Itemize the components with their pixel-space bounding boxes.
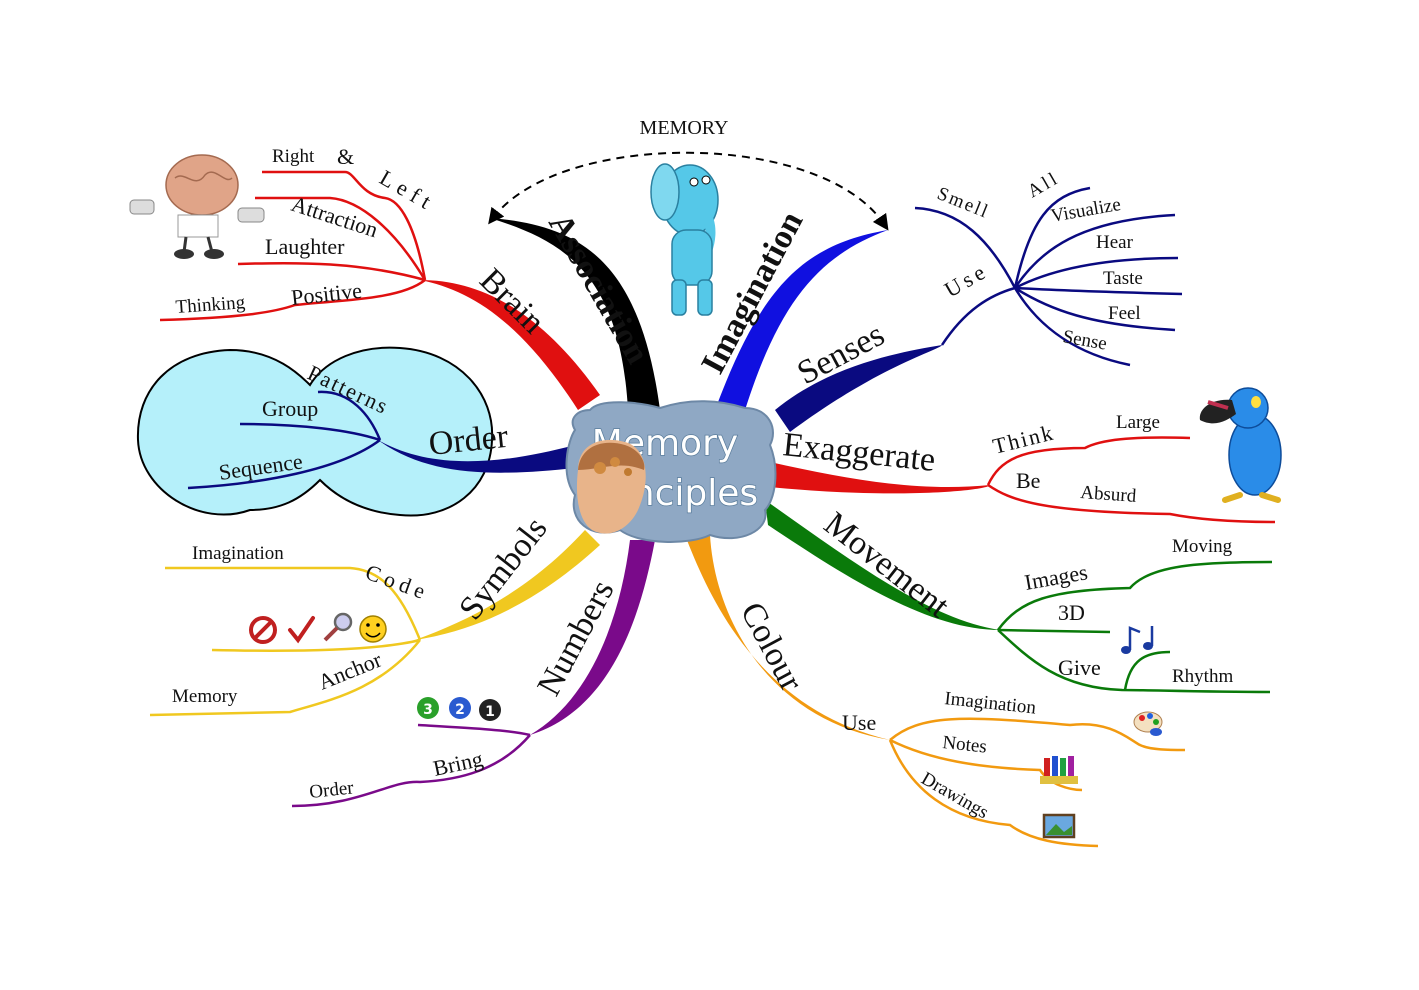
- symbols-imagination-label: Imagination: [192, 543, 284, 564]
- colour-notes-label: Notes: [941, 732, 987, 758]
- colour-label: Colour: [733, 596, 810, 697]
- movement-3d-label: 3D: [1058, 600, 1085, 625]
- numbers-subbranches: [291, 723, 531, 808]
- symbols-branch: [415, 530, 600, 640]
- movement-subbranches: [996, 560, 1273, 694]
- senses-branch: [775, 345, 942, 432]
- badge-3-icon: [417, 697, 439, 719]
- exaggerate-subbranches: [986, 436, 1276, 524]
- badge-3-text: 3: [423, 702, 433, 718]
- exaggerate-branch: [770, 462, 990, 494]
- numbers-branch: [530, 540, 655, 735]
- toucan-icon: [1199, 387, 1282, 503]
- movement-images-label: Images: [1023, 559, 1090, 595]
- checkmark-icon: [288, 616, 315, 644]
- symbols-anchor-label: Anchor: [315, 646, 386, 694]
- brain-left-label: Left: [376, 165, 441, 217]
- magnifier-icon: [323, 612, 353, 642]
- picture-icon: [1042, 813, 1076, 839]
- brain-subbranches: [159, 170, 427, 322]
- numbers-bring-label: Bring: [431, 746, 485, 781]
- movement-moving-label: Moving: [1172, 536, 1233, 557]
- colour-subbranches: [888, 717, 1186, 848]
- order-subbranches: [187, 390, 382, 490]
- senses-hear-label: Hear: [1096, 232, 1134, 253]
- number-badges: 3 2 1: [417, 697, 501, 721]
- colour-imagination-label: Imagination: [943, 688, 1037, 719]
- senses-taste-label: Taste: [1103, 268, 1143, 289]
- order-label: Order: [427, 418, 510, 463]
- movement-rhythm-label: Rhythm: [1172, 666, 1233, 687]
- badge-1-icon: [479, 699, 501, 721]
- music-notes-icon: [1121, 626, 1154, 654]
- brain-positive-label: Positive: [290, 278, 363, 310]
- senses-sense-label: Sense: [1061, 326, 1108, 354]
- symbols-subbranches: [149, 566, 422, 717]
- numbers-order-label: Order: [308, 777, 355, 803]
- order-cloud: [136, 346, 494, 517]
- colour-branch: [685, 535, 890, 740]
- person-head-icon: [576, 439, 646, 534]
- association-branch: [490, 218, 660, 410]
- order-branch: [378, 440, 575, 473]
- order-group-label: Group: [262, 396, 318, 421]
- badge-1-text: 1: [485, 704, 495, 720]
- exaggerate-be-label: Be: [1016, 468, 1040, 493]
- brain-thinking-label: Thinking: [175, 292, 246, 318]
- imagination-branch: [715, 230, 888, 410]
- no-entry-icon: [249, 616, 277, 644]
- brain-amp-label: &: [337, 144, 354, 169]
- brain-laughter-label: Laughter: [265, 234, 345, 259]
- exaggerate-think-label: Think: [990, 419, 1057, 458]
- memory-arc-arrow: [488, 151, 889, 231]
- smiley-icon: [359, 615, 387, 643]
- symbols-memory-label: Memory: [172, 686, 238, 707]
- exaggerate-absurd-label: Absurd: [1080, 482, 1138, 507]
- senses-feel-label: Feel: [1108, 303, 1141, 324]
- senses-subbranches: [914, 186, 1183, 367]
- badge-2-text: 2: [455, 702, 465, 718]
- movement-give-label: Give: [1058, 655, 1101, 680]
- senses-smell-label: Smell: [934, 183, 992, 223]
- senses-all-label: All: [1024, 168, 1063, 203]
- senses-use-label: Use: [940, 258, 993, 303]
- palette-icon: [1133, 711, 1163, 736]
- crayons-icon: [1040, 756, 1078, 784]
- badge-2-icon: [449, 697, 471, 719]
- memory-arc-label: MEMORY: [640, 117, 729, 139]
- colour-use-label: Use: [842, 710, 876, 735]
- brain-right-label: Right: [272, 146, 315, 167]
- brain-branch: [420, 280, 600, 410]
- exaggerate-large-label: Large: [1116, 412, 1160, 433]
- elephant-icon: [650, 163, 719, 316]
- brain-mascot-icon: [129, 154, 265, 259]
